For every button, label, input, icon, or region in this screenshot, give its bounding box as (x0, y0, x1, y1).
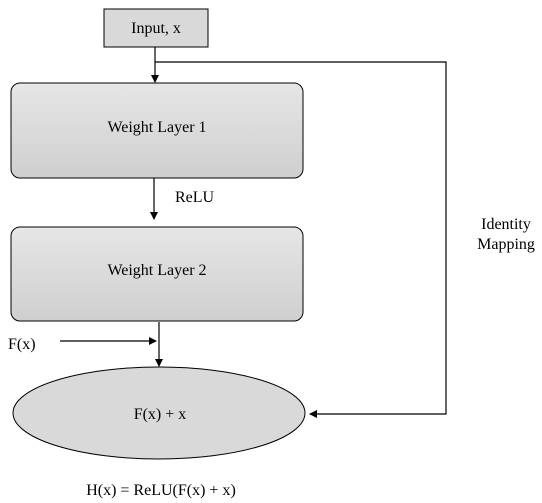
input-label: Input, x (131, 20, 181, 37)
sum-node (12, 366, 306, 460)
weight-layer-2-box (10, 226, 304, 322)
identity-mapping-label-line2: Mapping (477, 236, 535, 253)
relu-label: ReLU (175, 189, 215, 206)
weight-layer-1-label: Weight Layer 1 (107, 119, 206, 136)
weight-layer-1-box (10, 82, 304, 179)
sum-label: F(x) + x (134, 406, 187, 423)
fx-label: F(x) (8, 336, 36, 353)
identity-mapping-label-line1: Identity (481, 216, 531, 233)
weight-layer-2-label: Weight Layer 2 (107, 262, 206, 279)
output-formula: H(x) = ReLU(F(x) + x) (86, 482, 236, 499)
input-box (103, 8, 209, 48)
identity-skip-connection (155, 61, 447, 418)
